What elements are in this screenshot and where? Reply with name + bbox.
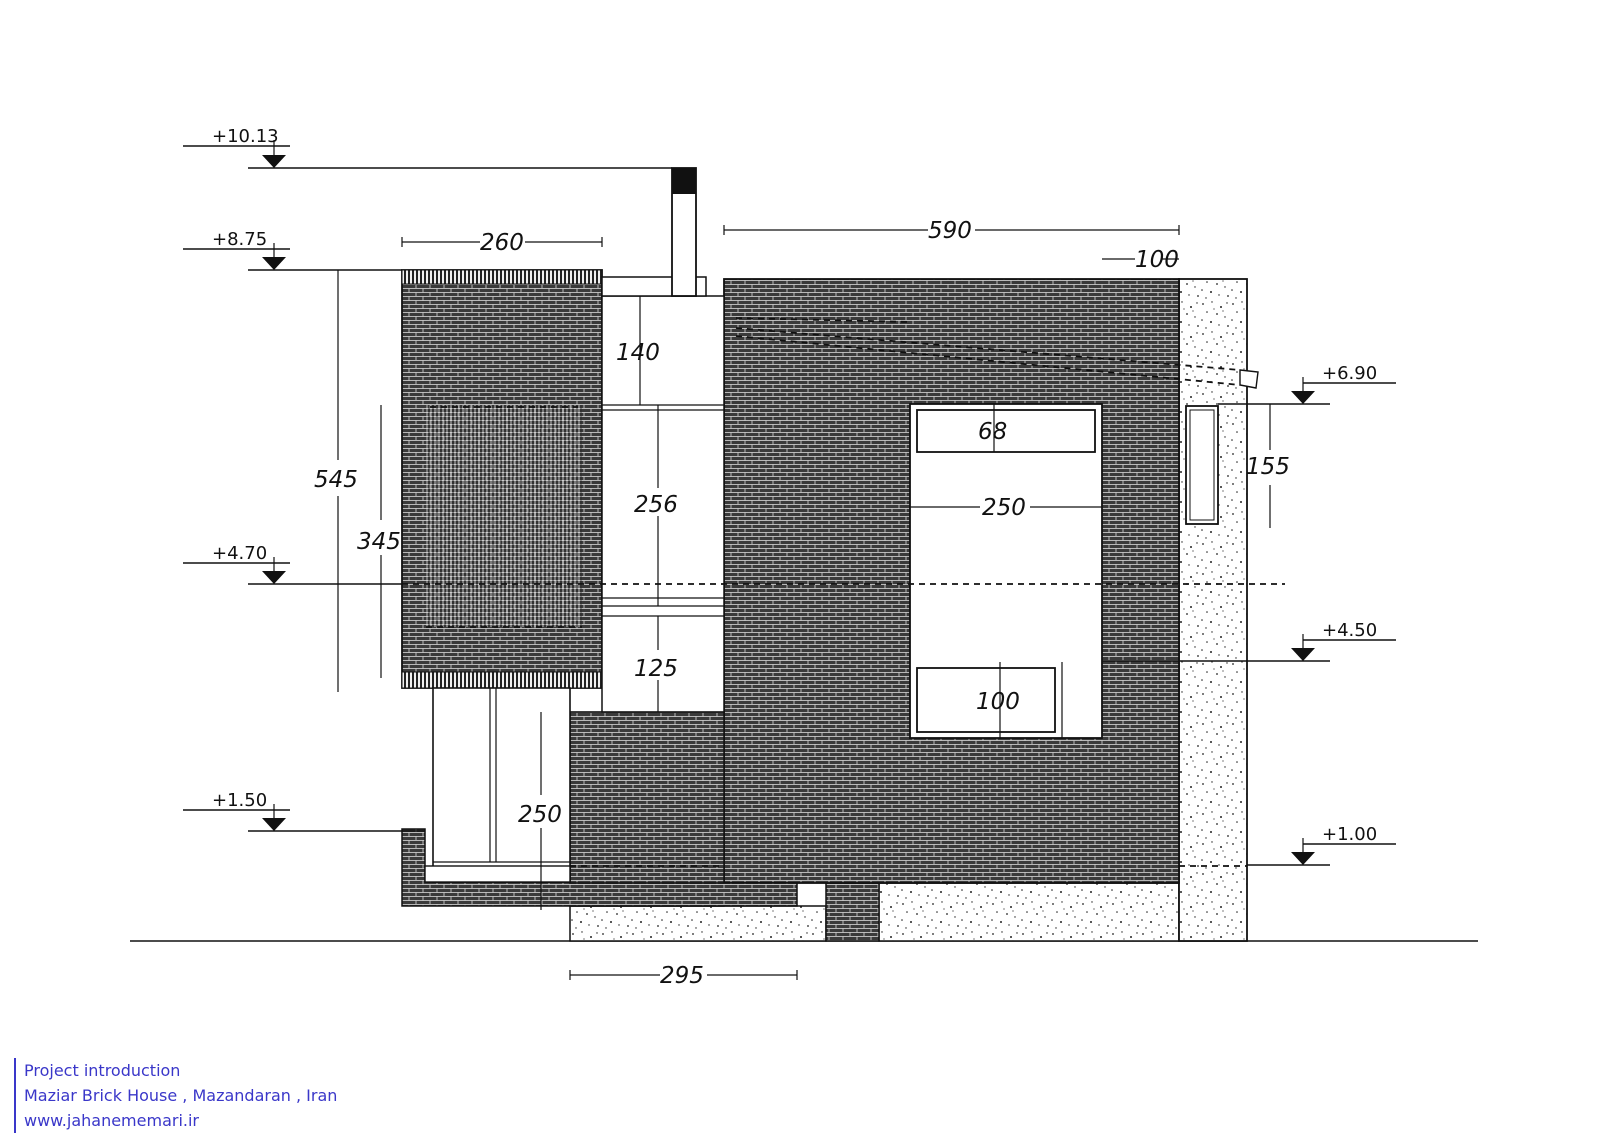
svg-text:295: 295 — [660, 963, 704, 989]
dimension-590: 590 — [723, 218, 1180, 244]
level-marker-4-50: +4.50 — [1102, 620, 1396, 662]
entrance-step — [424, 865, 571, 883]
svg-text:+4.50: +4.50 — [1322, 620, 1377, 641]
dimension-260: 260 — [401, 230, 603, 256]
caption-title: Project introduction — [24, 1061, 181, 1080]
middle-brick-base — [569, 711, 725, 907]
dimension-256: 256 — [634, 405, 678, 606]
svg-text:260: 260 — [480, 230, 524, 256]
svg-text:+10.13: +10.13 — [212, 126, 279, 147]
svg-text:125: 125 — [634, 656, 678, 682]
level-marker-1-50: +1.50 — [183, 790, 425, 832]
dimension-295: 295 — [569, 963, 798, 989]
side-wall-concrete — [1178, 278, 1248, 942]
svg-text:+4.70: +4.70 — [212, 543, 267, 564]
svg-text:345: 345 — [357, 529, 401, 555]
caption-website-link[interactable]: www.jahanememari.ir — [24, 1111, 200, 1130]
svg-text:+8.75: +8.75 — [212, 229, 267, 250]
dimension-100-window: 100 — [976, 662, 1020, 738]
dimension-250-door: 250 — [518, 712, 562, 910]
level-marker-8-75: +8.75 — [183, 229, 402, 271]
dimension-345: 345 — [357, 405, 401, 678]
foundation-right — [878, 882, 1180, 942]
left-brick-l-base — [401, 828, 798, 907]
left-tower-screen — [426, 405, 582, 627]
chimney-cap — [672, 168, 696, 194]
dimension-155: 155 — [1246, 404, 1290, 528]
svg-text:256: 256 — [634, 492, 678, 518]
side-slot-window — [1185, 405, 1219, 525]
project-caption: Project introduction Maziar Brick House … — [14, 1058, 337, 1133]
svg-text:100: 100 — [976, 689, 1020, 715]
svg-text:250: 250 — [982, 495, 1026, 521]
dimension-125: 125 — [634, 616, 678, 712]
dimension-250-window: 250 — [910, 495, 1102, 521]
svg-text:+1.00: +1.00 — [1322, 824, 1377, 845]
dimension-100-top: 100 — [1102, 247, 1179, 273]
level-marker-4-70: +4.70 — [183, 543, 402, 585]
left-tower-top-cap — [401, 269, 603, 285]
upper-window-pane — [916, 409, 1096, 453]
caption-project-name: Maziar Brick House , Mazandaran , Iran — [24, 1086, 338, 1105]
dimension-68: 68 — [978, 404, 1007, 452]
left-tower-bottom-cap — [401, 671, 603, 689]
svg-text:68: 68 — [978, 419, 1007, 445]
lower-window-pane — [916, 667, 1056, 733]
dimension-545: 545 — [314, 270, 358, 692]
level-marker-10-13: +10.13 — [183, 126, 672, 169]
entrance-door — [432, 687, 571, 883]
svg-text:140: 140 — [616, 340, 660, 366]
level-marker-6-90: +6.90 — [1218, 363, 1396, 405]
svg-text:+1.50: +1.50 — [212, 790, 267, 811]
dimension-140: 140 — [616, 296, 660, 405]
svg-text:250: 250 — [518, 802, 562, 828]
svg-text:+6.90: +6.90 — [1322, 363, 1377, 384]
svg-text:590: 590 — [928, 218, 972, 244]
level-marker-1-00: +1.00 — [1247, 824, 1396, 866]
middle-opening — [601, 295, 725, 713]
svg-text:100: 100 — [1135, 247, 1179, 273]
foundation-column — [825, 882, 880, 942]
svg-text:155: 155 — [1246, 454, 1290, 480]
svg-text:545: 545 — [314, 467, 358, 493]
foundation-left — [569, 905, 827, 942]
